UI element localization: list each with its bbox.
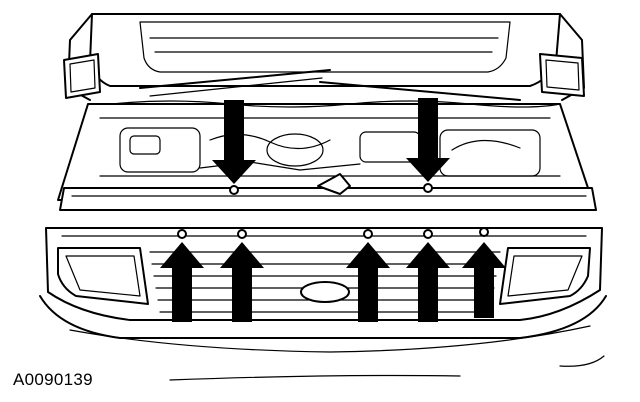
- arrows-up: [160, 242, 506, 322]
- grille-frame: [45, 227, 603, 321]
- mirrors: [63, 53, 585, 99]
- radiator-support: [59, 173, 597, 211]
- arrow-up-icon: [462, 242, 506, 318]
- arrow-up-icon: [220, 242, 264, 322]
- arrow-up-icon: [346, 242, 390, 322]
- arrows-down: [212, 98, 450, 184]
- figure-label: A0090139: [13, 370, 93, 389]
- arrow-down-icon: [212, 100, 256, 184]
- arrow-up-icon: [406, 242, 450, 322]
- arrow-down-icon: [406, 98, 450, 182]
- fastener-points: [177, 183, 489, 239]
- bumper: [39, 295, 607, 381]
- arrow-up-icon: [160, 242, 204, 322]
- wipers: [139, 69, 521, 101]
